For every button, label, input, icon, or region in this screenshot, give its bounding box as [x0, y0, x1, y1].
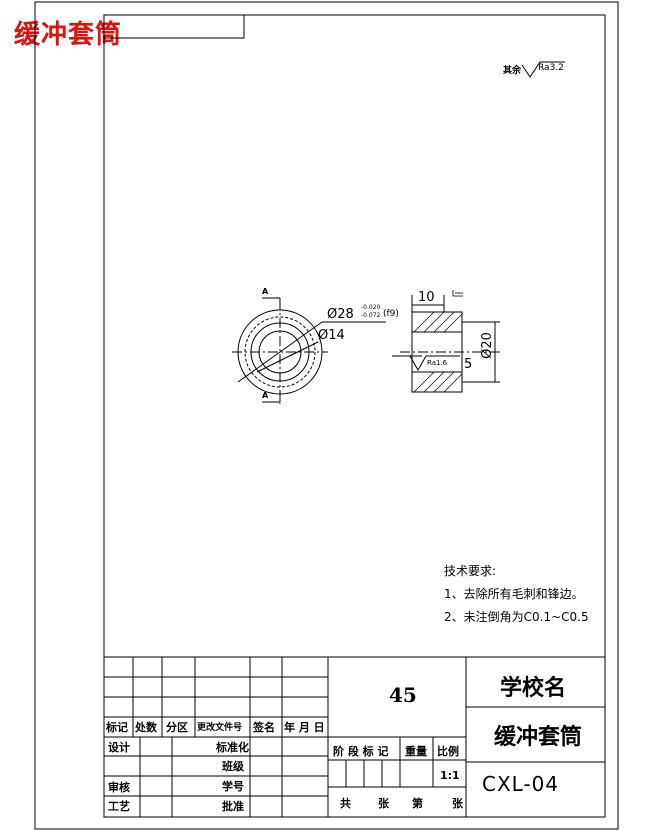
drawing-number: CXL-04 — [482, 772, 560, 796]
surface-ra: Ra1.6 — [427, 359, 448, 367]
sheet-unit-label-2: 张 — [452, 797, 463, 810]
rev-header-date: 年 月 日 — [284, 721, 325, 734]
inner-dia-dim: Ø14 — [318, 328, 345, 343]
label-standardization: 标准化 — [216, 741, 249, 754]
school-name: 学校名 — [500, 675, 567, 701]
section-marker-top — [262, 297, 281, 305]
roughness-value: Ra3.2 — [538, 63, 564, 73]
tech-requirements: 技术要求: 1、去除所有毛刺和锋边。 2、未注倒角为C0.1~C0.5 — [444, 560, 589, 629]
role-review: 审核 — [108, 781, 130, 794]
sheet-unit-label-1: 张 — [378, 797, 389, 810]
bore-dia-dim: Ø20 — [479, 332, 495, 359]
front-view — [232, 300, 386, 404]
role-design: 设计 — [108, 741, 130, 754]
outer-fit: (f9) — [383, 309, 399, 319]
outer-tol-lower: -0.072 — [361, 312, 381, 319]
sheet-index-label: 第 — [412, 797, 423, 810]
outer-dia-dim: Ø28 — [327, 307, 354, 322]
outer-tol-upper: -0.020 — [361, 304, 381, 311]
tech-req-title: 技术要求: — [444, 564, 497, 578]
rev-header-docno: 更改文件号 — [197, 723, 243, 733]
title-block-grid — [103, 656, 606, 818]
code-box — [103, 14, 245, 39]
scale-value: 1:1 — [440, 769, 460, 782]
section-label-top: A — [262, 287, 269, 296]
rev-header-sign: 签名 — [253, 721, 275, 734]
part-name: 缓冲套筒 — [494, 724, 583, 750]
roughness-symbol — [521, 61, 565, 78]
material: 45 — [389, 683, 417, 707]
roughness-note: 其余 — [503, 66, 522, 76]
label-approval: 批准 — [222, 800, 244, 813]
scale-header: 比例 — [437, 745, 459, 758]
role-process: 工艺 — [108, 800, 130, 813]
tech-req-item-2: 2、未注倒角为C0.1~C0.5 — [444, 610, 589, 624]
length-dim: 10 — [418, 290, 435, 305]
stage-header: 阶 段 标 记 — [333, 745, 389, 758]
section-view — [392, 290, 500, 393]
rev-header-zone: 分区 — [166, 721, 188, 734]
outer-border — [34, 1, 619, 830]
label-class: 班级 — [222, 760, 244, 773]
section-label-bottom: A — [262, 391, 269, 400]
depth-dim: 5 — [464, 357, 473, 372]
label-student-no: 学号 — [222, 780, 244, 793]
weight-header: 重量 — [405, 745, 427, 758]
stamp-title: 缓冲套筒 — [14, 20, 123, 50]
tech-req-item-1: 1、去除所有毛刺和锋边。 — [444, 587, 584, 601]
rev-header-mark: 标记 — [106, 721, 128, 734]
sheet-total-label: 共 — [340, 797, 351, 810]
rev-header-count: 处数 — [135, 721, 157, 734]
